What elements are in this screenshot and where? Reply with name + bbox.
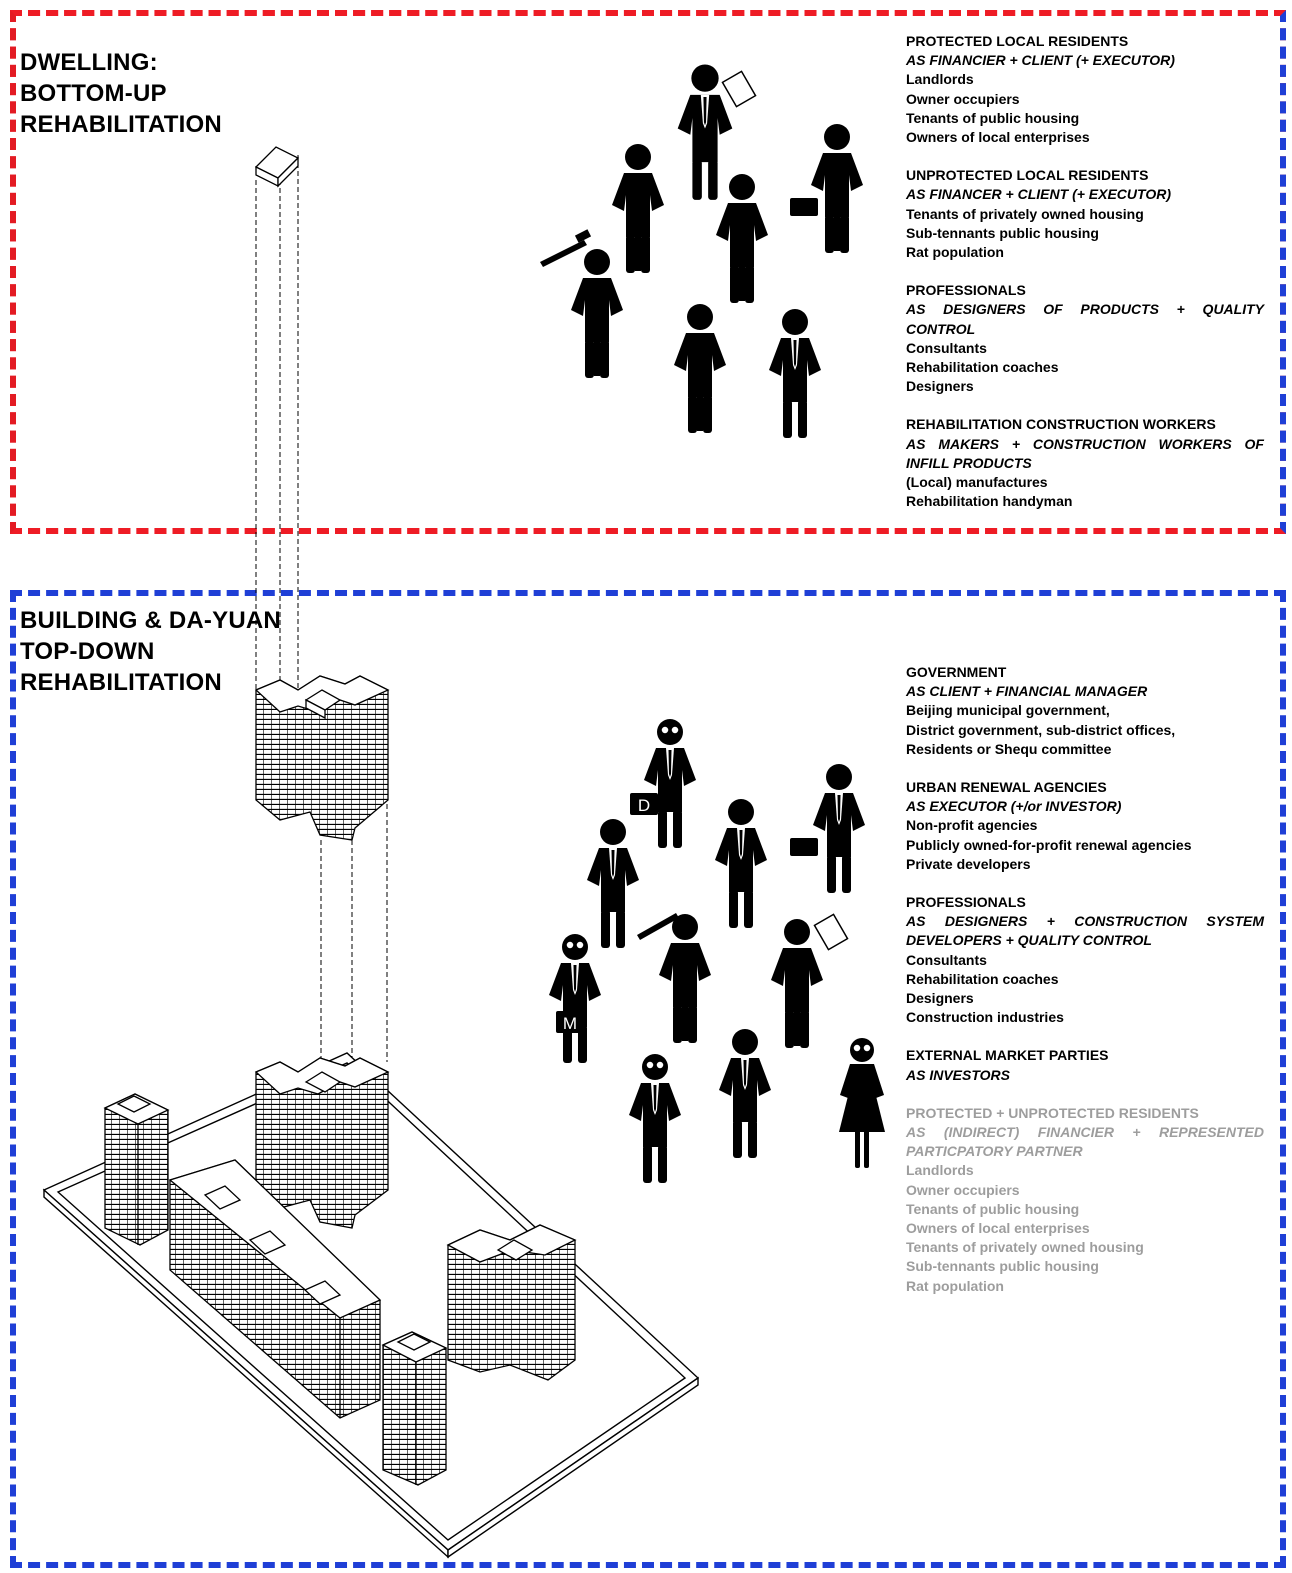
- building-stakeholder-list: GOVERNMENT AS CLIENT + FINANCIAL MANAGER…: [906, 663, 1264, 1315]
- group-item: Sub-tennants public housing: [906, 1258, 1099, 1275]
- building-zone-title: BUILDING & DA-YUAN TOP-DOWN REHABILITATI…: [20, 607, 281, 696]
- stakeholder-group-professionals: PROFESSIONALS AS DESIGNERS OF PRODUCTS +…: [906, 281, 1264, 396]
- person-with-note-figure: [612, 144, 664, 273]
- female-investor-figure: [839, 1038, 885, 1168]
- dwelling-stakeholder-list: PROTECTED LOCAL RESIDENTS AS FINANCIER +…: [906, 32, 1264, 530]
- dwelling-unit-block: [254, 146, 300, 188]
- building-zone-frame: [10, 590, 1286, 1568]
- dwelling-stakeholder-figures: [540, 64, 863, 438]
- stakeholder-group-protected-residents: PROTECTED LOCAL RESIDENTS AS FINANCIER +…: [906, 32, 1264, 147]
- group-role: AS EXECUTOR (+/or INVESTOR): [906, 798, 1122, 815]
- stakeholder-group-professionals: PROFESSIONALS AS DESIGNERS + CONSTRUCTIO…: [906, 893, 1264, 1027]
- dwelling-zone-title: DWELLING: BOTTOM-UP REHABILITATION: [20, 49, 222, 138]
- group-item: Residents or Shequ committee: [906, 740, 1112, 757]
- group-role: AS (INDIRECT) FINANCIER + REPRESENTED PA…: [906, 1124, 1264, 1160]
- group-role: AS FINANCER + CLIENT (+ EXECUTOR): [906, 186, 1171, 203]
- tower-floating: [254, 675, 390, 841]
- group-item: Private developers: [906, 855, 1031, 872]
- worker-with-hammer-figure: [637, 913, 711, 1043]
- group-item: Construction industries: [906, 1009, 1064, 1026]
- official-figure: [719, 1029, 771, 1158]
- group-item: Owners of local enterprises: [906, 1220, 1090, 1237]
- investor-figure: [629, 1054, 681, 1183]
- stakeholder-group-residents: PROTECTED + UNPROTECTED RESIDENTS AS (IN…: [906, 1104, 1264, 1296]
- suit-with-briefcase-figure: [790, 764, 865, 893]
- dwelling-zone-frame: [10, 10, 1286, 534]
- person-with-document-figure: [677, 64, 757, 200]
- group-item: Rehabilitation handyman: [906, 493, 1073, 510]
- group-role: AS FINANCIER + CLIENT (+ EXECUTOR): [906, 52, 1175, 69]
- group-item: Landlords: [906, 71, 974, 88]
- person-hands-on-hips-figure: [674, 304, 726, 433]
- person-with-note-figure: [587, 819, 639, 948]
- projection-lines: [255, 155, 388, 1075]
- person-with-document-figure: [771, 913, 849, 1048]
- group-heading: PROTECTED LOCAL RESIDENTS: [906, 33, 1129, 49]
- group-role: AS CLIENT + FINANCIAL MANAGER: [906, 683, 1148, 700]
- group-item: Designers: [906, 378, 974, 395]
- front-tower: [381, 1331, 448, 1486]
- group-item: Rehabilitation coaches: [906, 359, 1059, 376]
- person-with-note-figure: [716, 174, 768, 303]
- group-item: Consultants: [906, 951, 987, 968]
- agent-with-tablet-figure: [715, 799, 767, 928]
- professional-with-tablet-figure: [769, 309, 821, 438]
- group-item: Tenants of privately owned housing: [906, 205, 1144, 222]
- group-item: Owner occupiers: [906, 90, 1020, 107]
- right-tower: [446, 1224, 577, 1381]
- group-item: Non-profit agencies: [906, 817, 1038, 834]
- group-item: Owner occupiers: [906, 1181, 1020, 1198]
- building-stakeholder-figures: D M: [549, 719, 885, 1183]
- group-heading: REHABILITATION CONSTRUCTION WORKERS: [906, 416, 1216, 433]
- stakeholder-group-construction-workers: REHABILITATION CONSTRUCTION WORKERS AS M…: [906, 415, 1264, 511]
- group-item: Owners of local enterprises: [906, 129, 1090, 146]
- group-item: Sub-tennants public housing: [906, 224, 1099, 241]
- group-heading: UNPROTECTED LOCAL RESIDENTS: [906, 167, 1149, 184]
- group-item: Tenants of public housing: [906, 1200, 1080, 1217]
- stakeholder-group-market-parties: EXTERNAL MARKET PARTIES AS INVESTORS: [906, 1046, 1264, 1084]
- person-with-briefcase-figure: [790, 124, 863, 253]
- group-role: AS INVESTORS: [906, 1066, 1010, 1083]
- group-heading: GOVERNMENT: [906, 664, 1007, 680]
- group-item: Publicly owned-for-profit renewal agenci…: [906, 836, 1192, 853]
- briefcase-label-m: M: [563, 1014, 577, 1033]
- group-item: Designers: [906, 990, 974, 1007]
- stakeholder-group-unprotected-residents: UNPROTECTED LOCAL RESIDENTS AS FINANCER …: [906, 166, 1264, 262]
- group-heading: PROTECTED + UNPROTECTED RESIDENTS: [906, 1104, 1199, 1121]
- group-item: Rat population: [906, 244, 1004, 261]
- group-item: District government, sub-district office…: [906, 721, 1176, 738]
- group-heading: PROFESSIONALS: [906, 894, 1026, 911]
- group-role: AS DESIGNERS + CONSTRUCTION SYSTEM DEVEL…: [906, 913, 1264, 949]
- long-slab-building: [168, 1159, 382, 1419]
- tower-on-site: [254, 1057, 390, 1229]
- group-item: Consultants: [906, 339, 987, 356]
- handyman-with-hammer-figure: [540, 229, 623, 378]
- manager-with-briefcase-figure: M: [549, 934, 601, 1063]
- group-role: AS DESIGNERS OF PRODUCTS + QUALITY CONTR…: [906, 301, 1264, 337]
- group-heading: PROFESSIONALS: [906, 282, 1026, 299]
- stakeholder-group-government: GOVERNMENT AS CLIENT + FINANCIAL MANAGER…: [906, 663, 1264, 759]
- group-role: AS MAKERS + CONSTRUCTION WORKERS OF INFI…: [906, 435, 1264, 471]
- stakeholder-group-renewal-agencies: URBAN RENEWAL AGENCIES AS EXECUTOR (+/or…: [906, 778, 1264, 874]
- group-heading: URBAN RENEWAL AGENCIES: [906, 779, 1107, 796]
- group-item: Rehabilitation coaches: [906, 970, 1059, 987]
- group-item: Tenants of public housing: [906, 109, 1080, 126]
- group-item: Rat population: [906, 1277, 1004, 1294]
- left-tower: [103, 1093, 170, 1246]
- official-with-briefcase-figure: D: [630, 719, 696, 848]
- group-heading: EXTERNAL MARKET PARTIES: [906, 1047, 1109, 1064]
- group-item: Landlords: [906, 1162, 974, 1179]
- briefcase-label-d: D: [638, 796, 650, 815]
- group-item: Beijing municipal government,: [906, 702, 1110, 719]
- group-item: (Local) manufactures: [906, 474, 1048, 491]
- group-item: Tenants of privately owned housing: [906, 1239, 1144, 1256]
